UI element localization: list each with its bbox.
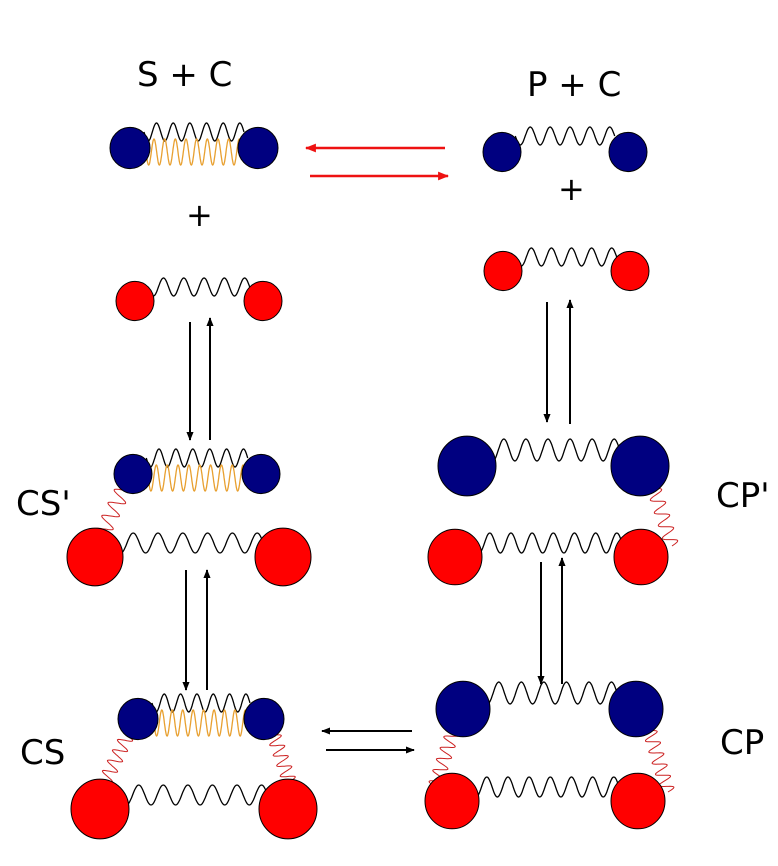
plus-sign-right: + [558, 170, 585, 208]
cs-prime-substrate-orange-spring [147, 464, 247, 492]
product-top-black-spring [514, 126, 616, 146]
cs-prime-catalyst-black-spring [113, 532, 265, 554]
catalyst-left-black-spring [147, 277, 251, 297]
cs-prime-catalyst-right-bead [254, 527, 312, 587]
product-top-left-bead [482, 131, 522, 173]
catalyst-left-right-bead [243, 280, 283, 322]
cp-prime-catalyst-black-spring [473, 532, 623, 554]
cp-catalyst-left-bead [424, 772, 480, 830]
cp-prime-catalyst-left-bead [427, 528, 483, 586]
cs-substrate-left-bead [117, 697, 159, 741]
catalyst-right-right-bead [610, 250, 650, 292]
catalyst-right-black-spring [515, 247, 618, 267]
cs-catalyst-left-bead [70, 778, 130, 840]
catalyst-right-left-bead [483, 250, 523, 292]
cs-catalyst-black-spring [119, 784, 269, 806]
cp-prime-product-right-bead [610, 435, 670, 497]
cs-catalyst-right-bead [258, 778, 318, 840]
substrate-top-orange-spring [145, 138, 243, 166]
cp-prime-catalyst-right-bead [613, 528, 669, 586]
beads [66, 126, 670, 840]
label-cs-prime: CS' [16, 484, 71, 524]
cp-prime-product-left-bead [437, 435, 497, 497]
substrate-top-black-spring [143, 122, 245, 142]
cp-product-black-spring [481, 681, 618, 705]
label-cp-prime: CP' [716, 476, 770, 516]
cs-prime-substrate-left-bead [113, 453, 153, 495]
substrate-top-left-bead [109, 126, 151, 170]
cp-catalyst-right-bead [610, 772, 666, 830]
label-cs: CS [20, 733, 65, 773]
cs-prime-substrate-black-spring [145, 448, 249, 468]
plus-sign-left: + [186, 196, 213, 234]
cp-prime-red-link [645, 481, 679, 547]
label-p-plus-c: P + C [527, 65, 621, 105]
label-s-plus-c: S + C [137, 55, 232, 95]
catalyst-left-left-bead [115, 280, 155, 322]
cs-substrate-black-spring [151, 693, 251, 713]
cp-catalyst-black-spring [470, 776, 620, 798]
arrows [182, 143, 574, 754]
cp-product-left-bead [435, 680, 491, 738]
cp-red-link-right [641, 724, 675, 793]
substrate-top-right-bead [237, 126, 279, 170]
label-cp: CP [720, 723, 764, 763]
cs-prime-substrate-right-bead [241, 453, 281, 495]
cp-product-right-bead [608, 680, 664, 738]
springs [88, 122, 679, 806]
cs-prime-catalyst-left-bead [66, 527, 124, 587]
cs-substrate-orange-spring [153, 709, 249, 737]
product-top-right-bead [608, 131, 648, 173]
cs-substrate-right-bead [243, 697, 285, 741]
cp-prime-product-black-spring [486, 438, 621, 462]
